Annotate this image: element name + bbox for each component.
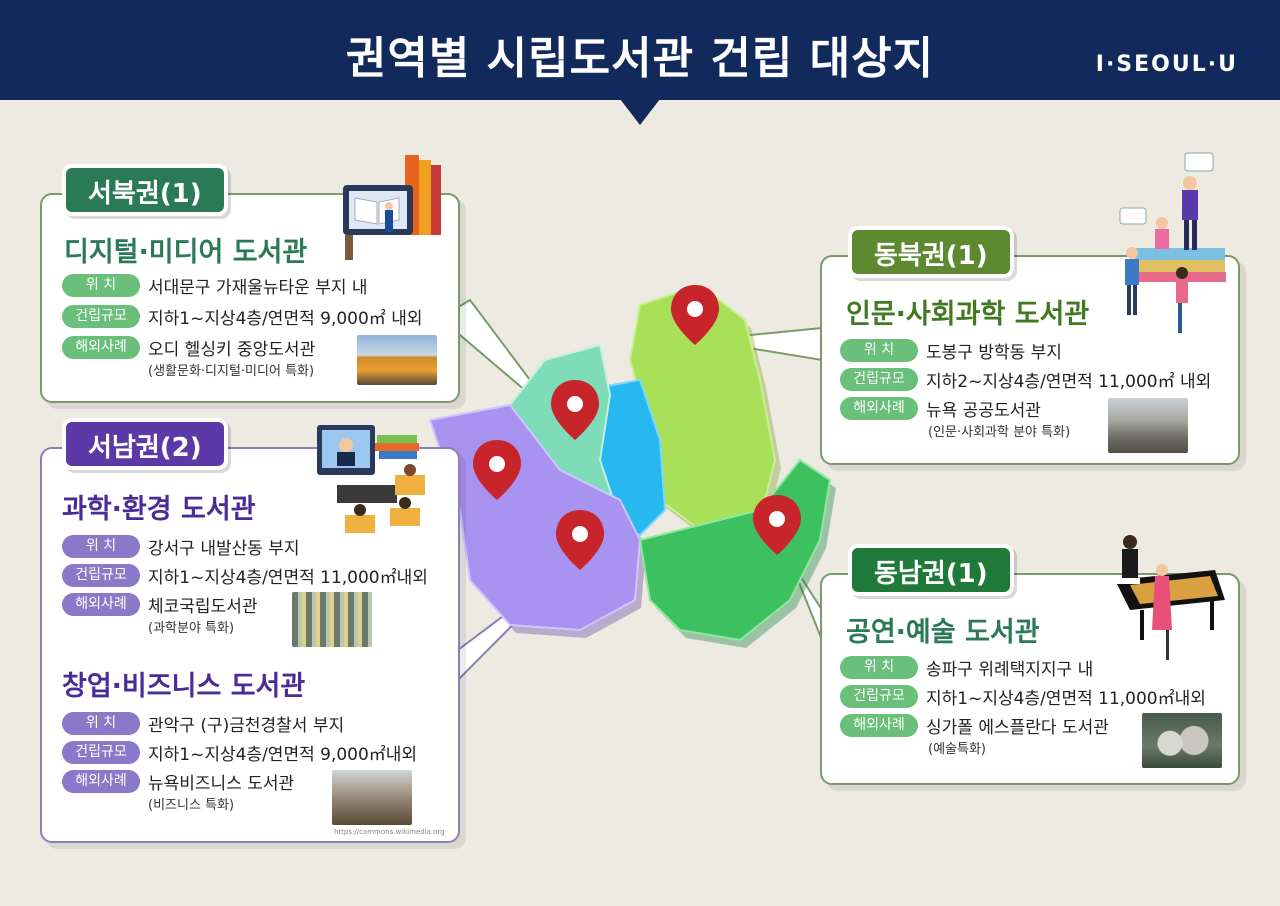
photo-nyc-business-library bbox=[332, 770, 412, 825]
value-location: 서대문구 가재울뉴타운 부지 내 bbox=[148, 278, 368, 298]
label-location: 위 치 bbox=[62, 535, 140, 558]
value-overseas: 오디 헬싱키 중앙도서관 bbox=[148, 340, 316, 360]
photo-czech-library bbox=[292, 592, 372, 647]
seoul-logo: I·SEOUL·U bbox=[1095, 52, 1238, 77]
label-overseas: 해외사례 bbox=[62, 336, 140, 359]
photo-helsinki-library bbox=[357, 335, 437, 385]
value-overseas: 체코국립도서관 bbox=[148, 597, 258, 617]
library-title-science: 과학·환경 도서관 bbox=[62, 494, 256, 525]
value-location: 관악구 (구)금천경찰서 부지 bbox=[148, 716, 345, 736]
info-row-scale: 건립규모 지하1~지상4층/연면적 9,000㎡ 내외 bbox=[62, 304, 422, 329]
label-scale: 건립규모 bbox=[840, 368, 918, 391]
value-scale: 지하1~지상4층/연면적 11,000㎡내외 bbox=[926, 689, 1206, 709]
label-overseas: 해외사례 bbox=[840, 397, 918, 420]
piano-illustration bbox=[1110, 535, 1225, 660]
label-location: 위 치 bbox=[840, 339, 918, 362]
people-books-illustration bbox=[1119, 152, 1226, 333]
value-scale: 지하1~지상4층/연면적 9,000㎡내외 bbox=[148, 745, 418, 765]
value-overseas: 뉴욕비즈니스 도서관 bbox=[148, 774, 295, 794]
info-row-scale: 건립규모 지하1~지상4층/연면적 11,000㎡내외 bbox=[62, 563, 428, 588]
info-row-scale: 건립규모 지하1~지상4층/연면적 9,000㎡내외 bbox=[62, 740, 417, 765]
value-scale: 지하1~지상4층/연면적 11,000㎡내외 bbox=[148, 568, 428, 588]
info-row-location: 위 치 서대문구 가재울뉴타운 부지 내 bbox=[62, 273, 368, 298]
info-row-overseas: 해외사례 뉴욕 공공도서관 bbox=[840, 396, 1041, 421]
info-row-location: 위 치 관악구 (구)금천경찰서 부지 bbox=[62, 711, 344, 736]
label-scale: 건립규모 bbox=[62, 305, 140, 328]
library-title-business: 창업·비즈니스 도서관 bbox=[62, 671, 306, 702]
library-title-southeast: 공연·예술 도서관 bbox=[846, 617, 1040, 648]
value-overseas: 뉴욕 공공도서관 bbox=[926, 401, 1041, 421]
photo-esplanade bbox=[1142, 713, 1222, 768]
label-location: 위 치 bbox=[840, 656, 918, 679]
label-overseas: 해외사례 bbox=[62, 770, 140, 793]
region-badge-southeast: 동남권(1) bbox=[848, 544, 1014, 596]
map-pin-icon bbox=[473, 440, 521, 500]
library-title-northeast: 인문·사회과학 도서관 bbox=[846, 299, 1090, 330]
note-business: (비즈니스 특화) bbox=[148, 798, 235, 813]
note-northwest: (생활문화·디지털·미디어 특화) bbox=[148, 364, 315, 379]
map-pin-icon bbox=[551, 380, 599, 440]
label-scale: 건립규모 bbox=[62, 741, 140, 764]
value-overseas: 싱가폴 에스플란다 도서관 bbox=[926, 718, 1109, 738]
info-row-location: 위 치 강서구 내발산동 부지 bbox=[62, 534, 300, 559]
header-bar bbox=[0, 0, 1280, 100]
map-pin-icon bbox=[753, 495, 801, 555]
photo-nypl bbox=[1108, 398, 1188, 453]
label-overseas: 해외사례 bbox=[62, 593, 140, 616]
value-location: 송파구 위례택지지구 내 bbox=[926, 660, 1094, 680]
region-badge-southwest: 서남권(2) bbox=[62, 418, 228, 470]
info-row-location: 위 치 송파구 위례택지지구 내 bbox=[840, 655, 1093, 680]
page-title: 권역별 시립도서관 건립 대상지 bbox=[345, 33, 935, 84]
info-row-scale: 건립규모 지하2~지상4층/연면적 11,000㎡ 내외 bbox=[840, 367, 1211, 392]
region-badge-northeast: 동북권(1) bbox=[848, 226, 1014, 278]
label-scale: 건립규모 bbox=[840, 685, 918, 708]
value-location: 도봉구 방학동 부지 bbox=[926, 343, 1062, 363]
label-scale: 건립규모 bbox=[62, 564, 140, 587]
header-notch bbox=[620, 99, 660, 125]
region-badge-northwest: 서북권(1) bbox=[62, 164, 228, 216]
info-row-overseas: 해외사례 싱가폴 에스플란다 도서관 bbox=[840, 713, 1109, 738]
note-science: (과학분야 특화) bbox=[148, 621, 235, 636]
note-northeast: (인문·사회과학 분야 특화) bbox=[928, 425, 1071, 440]
map-pin-icon bbox=[671, 285, 719, 345]
label-location: 위 치 bbox=[62, 712, 140, 735]
library-title-northwest: 디지털·미디어 도서관 bbox=[64, 237, 308, 268]
value-scale: 지하2~지상4층/연면적 11,000㎡ 내외 bbox=[926, 372, 1212, 392]
map-pin-icon bbox=[556, 510, 604, 570]
info-row-location: 위 치 도봉구 방학동 부지 bbox=[840, 338, 1062, 363]
label-overseas: 해외사례 bbox=[840, 714, 918, 737]
value-location: 강서구 내발산동 부지 bbox=[148, 539, 300, 559]
label-location: 위 치 bbox=[62, 274, 140, 297]
value-scale: 지하1~지상4층/연면적 9,000㎡ 내외 bbox=[148, 309, 423, 329]
info-row-overseas: 해외사례 뉴욕비즈니스 도서관 bbox=[62, 769, 294, 794]
photo-credit: https://commons.wikimedia.org bbox=[334, 828, 445, 836]
note-southeast: (예술특화) bbox=[928, 742, 986, 757]
classroom-illustration bbox=[317, 425, 425, 533]
info-row-overseas: 해외사례 체코국립도서관 bbox=[62, 592, 257, 617]
info-row-overseas: 해외사례 오디 헬싱키 중앙도서관 bbox=[62, 335, 315, 360]
books-illustration bbox=[343, 155, 441, 260]
info-row-scale: 건립규모 지하1~지상4층/연면적 11,000㎡내외 bbox=[840, 684, 1206, 709]
